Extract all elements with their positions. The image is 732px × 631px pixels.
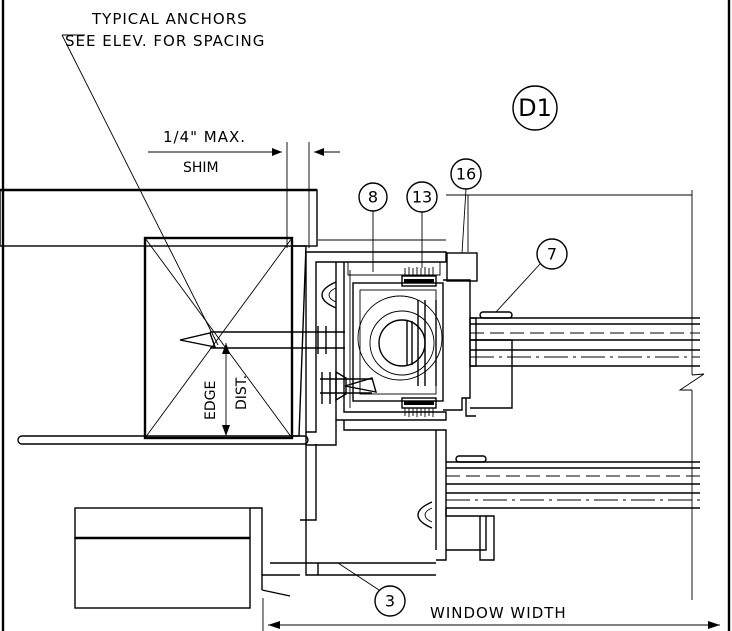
lower-sill	[74, 507, 318, 609]
detail-tag-text: D1	[518, 94, 552, 122]
shim-max-dimension: 1/4" MAX.	[163, 128, 246, 146]
note-typical-anchors: TYPICAL ANCHORS	[91, 10, 248, 28]
callout-16: 16	[450, 158, 482, 254]
interior-trim	[17, 435, 309, 445]
callout-8: 8	[358, 182, 388, 272]
shim-wedge	[291, 245, 307, 437]
setting-block-16	[446, 252, 478, 282]
edge-distance-dimension	[222, 343, 230, 436]
vent-sash	[352, 282, 444, 402]
reference-lines	[318, 190, 705, 600]
shim-label: SHIM	[183, 160, 219, 176]
dist-label: DIST.	[234, 375, 250, 410]
anchor-screw-lower	[320, 370, 377, 404]
glazing-stop	[443, 279, 513, 417]
callout-3-label: 3	[385, 592, 395, 611]
weatherstrip-bottom	[401, 397, 437, 417]
window-width-dimension	[262, 598, 720, 631]
callout-7: 7	[495, 238, 568, 313]
callout-13: 13	[406, 181, 438, 268]
callout-16-label: 16	[456, 165, 476, 184]
callout-7-label: 7	[547, 245, 557, 264]
note-see-elevation: SEE ELEV. FOR SPACING	[65, 32, 265, 50]
frame-extrusion	[300, 251, 447, 576]
shim-dimension	[148, 142, 340, 248]
upper-concrete-slab	[0, 188, 318, 247]
lower-glass-unit	[445, 455, 700, 561]
anchor-screw-upper	[179, 326, 345, 354]
weatherstrip-top	[401, 267, 437, 287]
callout-13-label: 13	[412, 188, 432, 207]
callout-3: 3	[337, 562, 406, 617]
detail-tag-d1: D1	[512, 85, 558, 131]
thermal-clips	[321, 281, 433, 529]
callout-8-label: 8	[368, 188, 378, 207]
upper-glass-unit	[469, 311, 700, 367]
window-width-label: WINDOW WIDTH	[430, 604, 567, 622]
edge-label: EDGE	[203, 381, 219, 420]
anchors-leader	[61, 34, 219, 346]
